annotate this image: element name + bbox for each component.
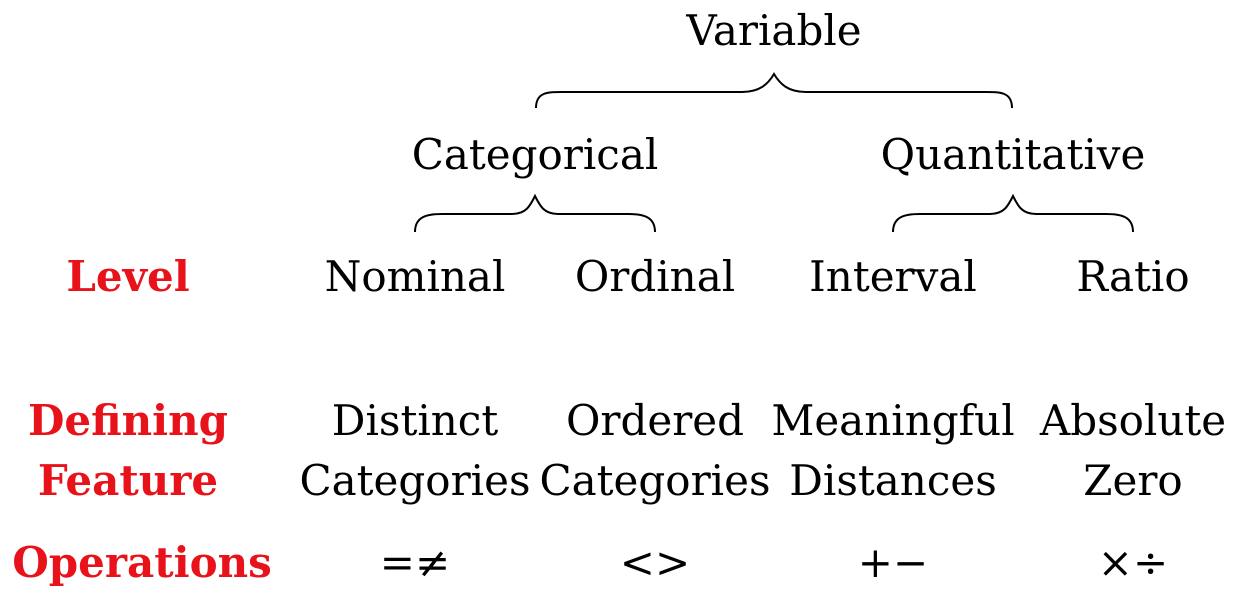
level-interval: Interval bbox=[809, 252, 977, 301]
quantitative-node: Quantitative bbox=[880, 130, 1146, 179]
operations-ordinal: <> bbox=[619, 538, 691, 587]
level-row-label: Level bbox=[66, 252, 190, 301]
level-ratio: Ratio bbox=[1076, 252, 1190, 301]
feature-interval-line2: Distances bbox=[789, 456, 997, 505]
quantitative-brace bbox=[892, 193, 1134, 233]
feature-nominal-line2: Categories bbox=[299, 456, 531, 505]
level-nominal: Nominal bbox=[324, 252, 506, 301]
variable-node: Variable bbox=[686, 6, 862, 55]
categorical-brace bbox=[414, 193, 656, 233]
feature-nominal-line1: Distinct bbox=[331, 396, 499, 445]
operations-nominal: =≠ bbox=[379, 538, 451, 587]
defining-feature-row-label-line1: Defining bbox=[27, 396, 229, 445]
feature-ratio-line2: Zero bbox=[1083, 456, 1183, 505]
feature-interval-line1: Meaningful bbox=[771, 396, 1015, 445]
operations-row-label: Operations bbox=[12, 538, 272, 587]
operations-ratio: ×÷ bbox=[1097, 538, 1169, 587]
operations-interval: +− bbox=[857, 538, 929, 587]
categorical-node: Categorical bbox=[411, 130, 659, 179]
feature-ordinal-line2: Categories bbox=[539, 456, 771, 505]
level-ordinal: Ordinal bbox=[574, 252, 736, 301]
feature-ratio-line1: Absolute bbox=[1039, 396, 1227, 445]
feature-ordinal-line1: Ordered bbox=[565, 396, 745, 445]
defining-feature-row-label-line2: Feature bbox=[37, 456, 219, 505]
variable-brace bbox=[535, 72, 1013, 109]
